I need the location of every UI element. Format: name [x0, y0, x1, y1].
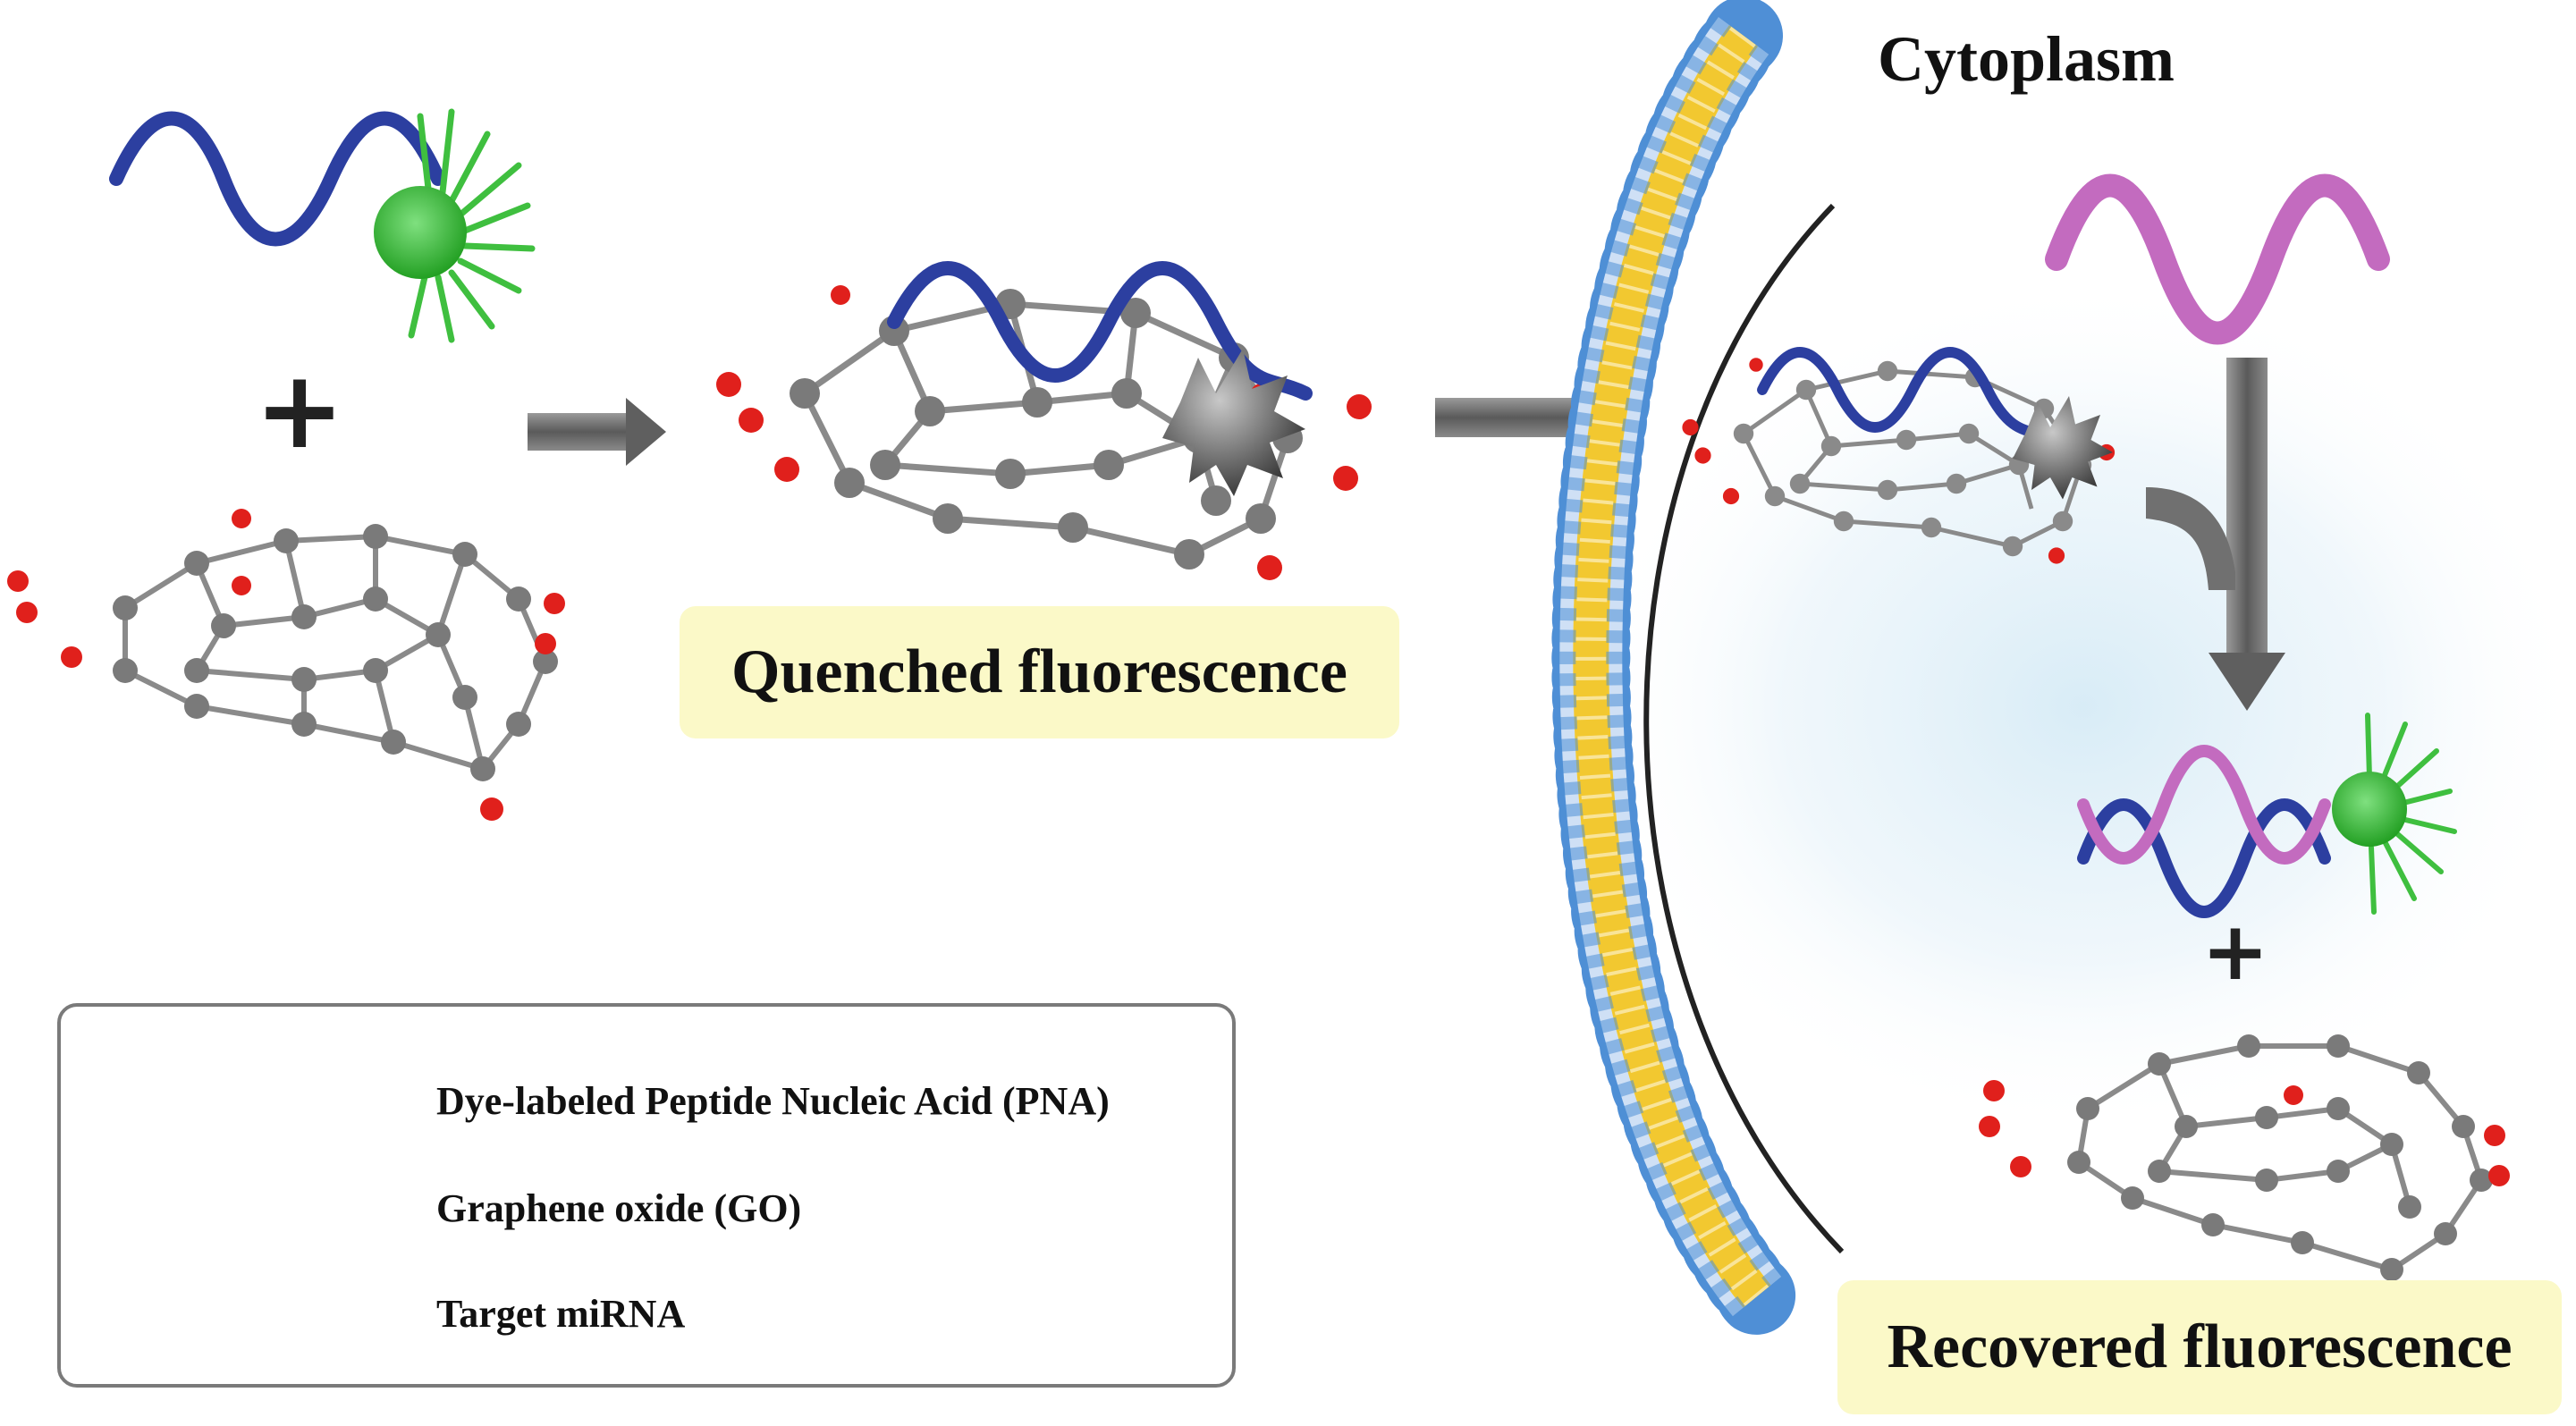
green-dye-rays [408, 108, 536, 343]
graphene-oxide-sheet-left [7, 509, 565, 821]
plus-sign-left: + [255, 349, 345, 473]
cell-membrane [1551, 0, 1796, 1336]
go-pna-complex-intracellular [1682, 347, 2116, 564]
plus-sign-right: + [2201, 905, 2268, 999]
arrow-step-1 [528, 398, 666, 466]
quenched-dye [1162, 349, 1305, 496]
hybridization-arrow [2146, 358, 2285, 711]
go-pna-complex-quenched [716, 261, 1372, 580]
legend-item-mirna: Target miRNA [436, 1292, 686, 1336]
legend-item-go: Graphene oxide (GO) [436, 1186, 802, 1230]
pna-mirna-duplex [2077, 713, 2457, 918]
graphene-oxide-sheet-right [1979, 1034, 2510, 1317]
cytoplasm-glow [1583, 277, 2576, 1135]
legend-box: Dye-labeled Peptide Nucleic Acid (PNA) G… [57, 1003, 1236, 1388]
pna-probe-free [109, 108, 536, 343]
target-mirna [2045, 173, 2390, 345]
cytoplasm-label: Cytoplasm [1878, 23, 2175, 95]
cytoplasm-boundary-curve [1643, 203, 1845, 1254]
quenched-fluorescence-label: Quenched fluorescence [680, 606, 1399, 738]
recovered-fluorescence-label: Recovered fluorescence [1837, 1280, 2562, 1414]
legend-item-pna: Dye-labeled Peptide Nucleic Acid (PNA) [436, 1079, 1110, 1123]
